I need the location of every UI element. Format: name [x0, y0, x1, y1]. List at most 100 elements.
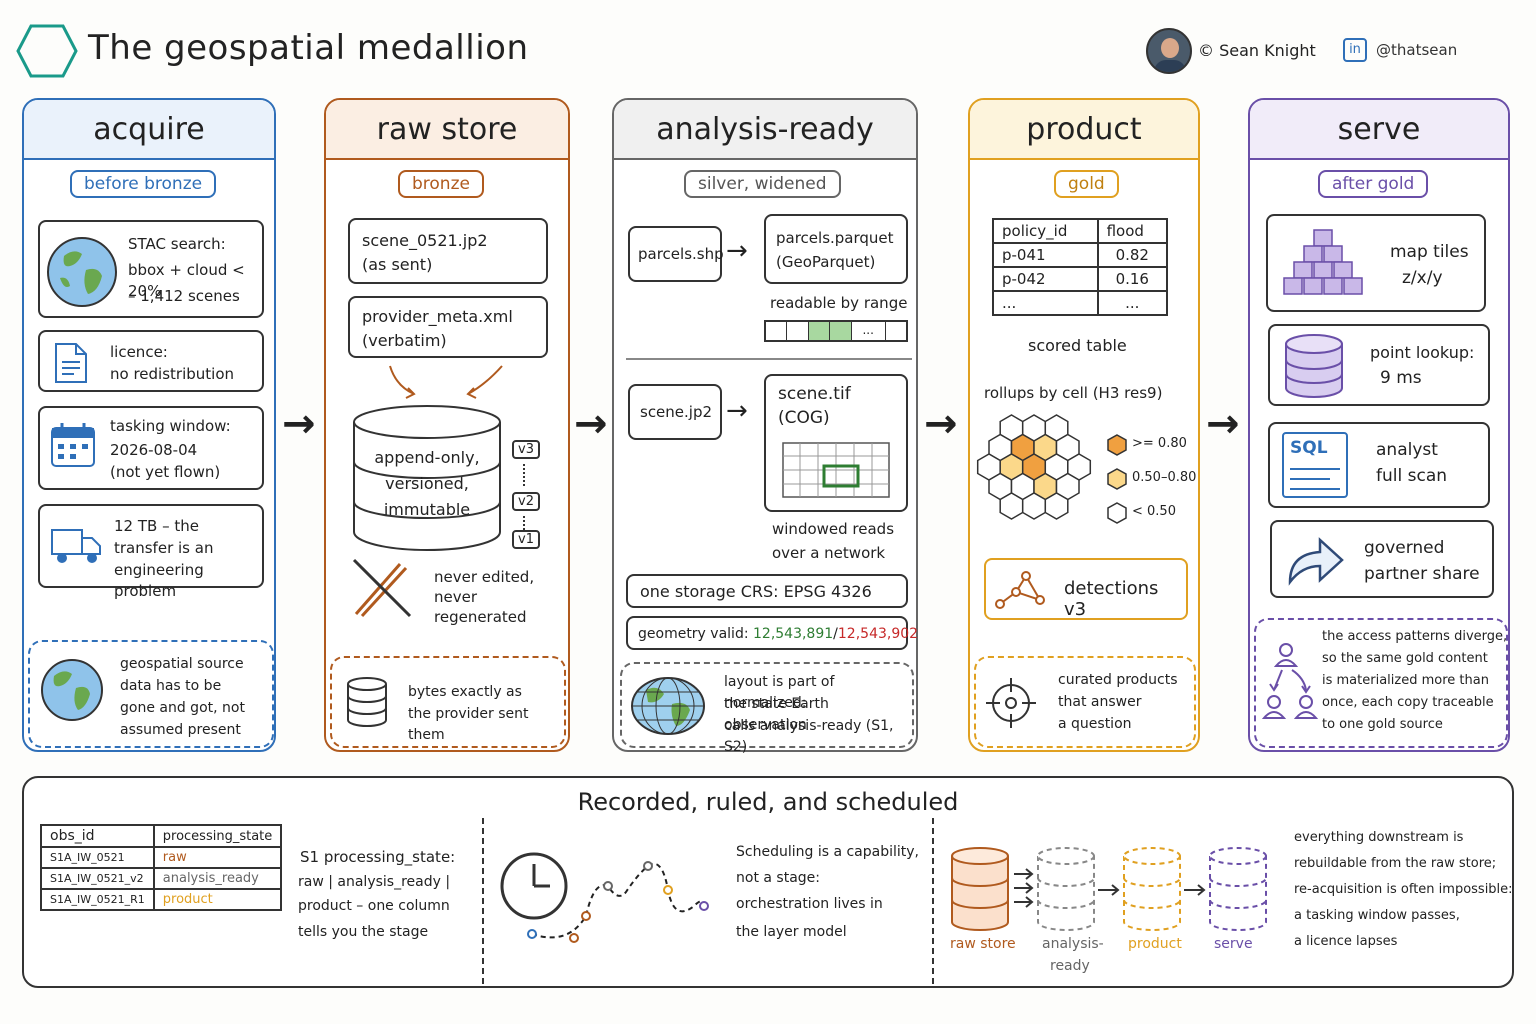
stac-line-2: bbox + cloud < 20% — [128, 261, 245, 300]
linkedin-handle[interactable]: @thatsean — [1376, 41, 1458, 59]
final-text-line-4: a tasking window passes, — [1294, 908, 1460, 923]
note-raw-line-2: the provider sent them — [408, 706, 529, 743]
table-header-row: policy_id flood — [992, 218, 1169, 244]
detections-label: detections v3 — [1064, 578, 1159, 620]
note-acquire-line-2: data has to be — [120, 678, 222, 694]
column-raw-store: raw store bronze scene_0521.jp2 (as sent… — [324, 98, 570, 752]
bottom-title: Recorded, ruled, and scheduled — [577, 788, 959, 816]
licence-line-1: licence: — [110, 343, 168, 361]
ras-out-line-1: scene.tif — [778, 384, 851, 404]
document-icon — [55, 343, 87, 383]
note-serve-line-2: so the same gold content — [1322, 651, 1488, 666]
legend-label-low: < 0.50 — [1132, 504, 1176, 519]
stage-tag-analysis-ready: silver, widened — [684, 170, 841, 198]
convert-arrow: → — [726, 396, 748, 426]
tiles-line-1: map tiles — [1390, 242, 1469, 262]
card-partner-share: governed partner share — [1270, 520, 1494, 598]
geometry-valid-box: geometry valid: 12,543,891/12,543,902 — [626, 616, 918, 650]
never-line-1: never edited, — [434, 568, 535, 586]
column-serve: serve after gold map tiles z/x/y point l… — [1248, 98, 1510, 752]
sched-text-line-4: the layer model — [736, 924, 847, 940]
note-product-line-1: curated products — [1058, 672, 1178, 688]
db-line-2: versioned, — [385, 474, 469, 493]
column-title-product: product — [970, 100, 1198, 160]
note-acquire-line-4: assumed present — [120, 722, 241, 738]
note-analysis-ready: layout is part of normalized: the state … — [620, 662, 914, 755]
share-arrow-icon — [1288, 537, 1344, 586]
table-cell: 0.16 — [1096, 266, 1169, 292]
table-header-cell: obs_id — [40, 824, 155, 848]
globe-grid-icon — [631, 677, 705, 735]
tasking-line-1: tasking window: — [110, 417, 231, 435]
note-product: curated products that answer a question — [974, 656, 1196, 748]
table-cell: raw — [152, 846, 283, 869]
clock-schedule-path-icon — [500, 852, 709, 943]
file-scene-cog: scene.tif (COG) — [764, 374, 908, 512]
transfer-line-2: transfer is an — [114, 539, 214, 557]
raster-grid-icon — [782, 442, 890, 498]
range-bar: ... — [764, 320, 908, 342]
table-header-cell: policy_id — [992, 218, 1099, 244]
database-icon — [347, 677, 387, 727]
stack-label-ar-1: analysis- — [1042, 936, 1104, 952]
note-product-line-2: that answer — [1058, 694, 1142, 710]
note-raw-store: bytes exactly as the provider sent them — [330, 656, 566, 748]
stage-tag-serve: after gold — [1318, 170, 1429, 198]
h3-hex-cell — [999, 492, 1024, 520]
table-row: S1A_IW_0521_v2 analysis_ready — [40, 867, 283, 890]
crosshair-target-icon — [986, 678, 1036, 728]
flow-arrow-4: → — [1206, 401, 1240, 447]
database-icon — [353, 405, 501, 551]
stage-tag-acquire: before bronze — [70, 170, 217, 198]
card-map-tiles: map tiles z/x/y — [1266, 214, 1486, 312]
tile-pyramid-icon — [1283, 229, 1363, 295]
geometry-valid-line: geometry valid: 12,543,891/12,543,902 — [638, 624, 918, 645]
rollup-title: rollups by cell (H3 res9) — [984, 384, 1163, 402]
ras-caption-2: over a network — [772, 544, 886, 562]
column-title-serve: serve — [1250, 100, 1508, 160]
note-ar-line-2: the state Earth observation — [724, 696, 829, 733]
legend-swatch-high — [1107, 434, 1127, 456]
note-raw-line-1: bytes exactly as — [408, 684, 522, 700]
table-caption: scored table — [1028, 336, 1127, 355]
note-acquire-line-1: geospatial source — [120, 656, 244, 672]
table-cell: S1A_IW_0521_R1 — [40, 888, 155, 911]
lookup-line-2: 9 ms — [1380, 368, 1422, 388]
crs-box: one storage CRS: EPSG 4326 — [626, 574, 908, 608]
file-parcels-shp: parcels.shp — [628, 226, 724, 282]
column-analysis-ready: analysis-ready silver, widened parcels.s… — [612, 98, 918, 755]
flow-arrow-2: → — [574, 401, 608, 447]
column-title-analysis-ready: analysis-ready — [614, 100, 916, 160]
vec-caption: readable by range — [770, 294, 908, 312]
stac-line-3: – 1,412 scenes — [128, 287, 240, 305]
linkedin-icon: in — [1343, 38, 1367, 62]
card-tasking-window: tasking window: 2026-08-04 (not yet flow… — [38, 406, 264, 490]
sched-text-line-3: orchestration lives in — [736, 896, 883, 912]
note-acquire-line-3: gone and got, not — [120, 700, 245, 716]
card-analyst-scan: SQL analyst full scan — [1268, 422, 1490, 508]
column-product: product gold policy_id flood p-041 0.82 … — [968, 98, 1200, 752]
file1-line-1: scene_0521.jp2 — [362, 231, 488, 250]
table-header-cell: processing_state — [152, 824, 283, 848]
partner-line-1: governed — [1364, 538, 1445, 558]
ras-in-label: scene.jp2 — [640, 403, 713, 421]
never-line-3: regenerated — [434, 608, 527, 626]
note-ar-line-1: layout is part of normalized: — [724, 674, 835, 711]
h3-hex-cell — [1021, 492, 1047, 520]
stack-label-serve: serve — [1214, 936, 1253, 952]
file1-line-2: (as sent) — [362, 255, 433, 274]
tasking-line-3: (not yet flown) — [110, 463, 221, 481]
version-connector — [523, 464, 525, 486]
sched-text-line-2: not a stage: — [736, 870, 820, 886]
flow-arrow-3: → — [924, 401, 958, 447]
table-header-cell: flood — [1096, 218, 1169, 244]
sql-doc-icon: SQL — [1282, 432, 1348, 498]
column-title-raw-store: raw store — [326, 100, 568, 160]
flow-arrow-1: → — [282, 401, 316, 447]
stack-label-raw: raw store — [950, 936, 1016, 952]
table-cell: S1A_IW_0521 — [40, 846, 155, 869]
convert-arrow: → — [726, 236, 748, 266]
version-tag-v2: v2 — [512, 492, 540, 511]
table-row: S1A_IW_0521 raw — [40, 846, 283, 869]
table-cell: 0.82 — [1096, 242, 1169, 268]
